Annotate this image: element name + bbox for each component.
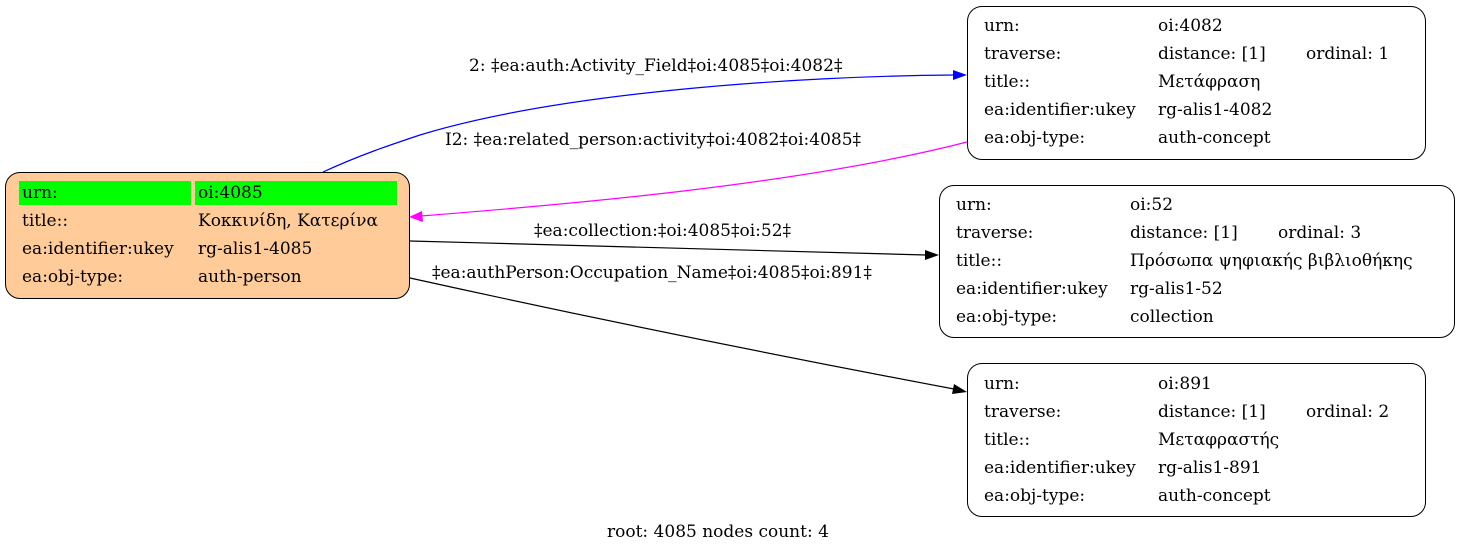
urn-label: urn:	[19, 181, 191, 205]
type-label: ea:obj-type:	[956, 307, 1058, 327]
edge-related-person-arrowhead	[409, 211, 423, 222]
edge-label-activity-field: 2: ‡ea:auth:Activity_Field‡oi:4085‡oi:40…	[469, 56, 843, 76]
type-label: ea:obj-type:	[22, 267, 124, 287]
title-label: title::	[984, 72, 1031, 92]
title-value: Μετάφραση	[1158, 72, 1261, 92]
distance-value: distance: [1]	[1130, 223, 1238, 243]
node-52[interactable]: urn: oi:52 traverse: distance: [1] ordin…	[939, 185, 1455, 338]
edge-collection-arrowhead	[925, 250, 939, 260]
ukey-label: ea:identifier:ukey	[956, 279, 1108, 299]
graph-footer: root: 4085 nodes count: 4	[607, 522, 829, 542]
urn-label: urn:	[956, 195, 992, 215]
ordinal-value: ordinal: 1	[1306, 44, 1390, 64]
urn-label: urn:	[984, 16, 1020, 36]
edge-collection	[409, 240, 927, 256]
edge-label-related-person: I2: ‡ea:related_person:activity‡oi:4082‡…	[445, 130, 862, 150]
ukey-value: rg-alis1-4082	[1158, 100, 1273, 120]
title-label: title::	[22, 211, 69, 231]
title-value: Κοκκινίδη, Κατερίνα	[198, 211, 378, 231]
node-root-4085[interactable]: urn: oi:4085 title:: Κοκκινίδη, Κατερίνα…	[5, 172, 410, 299]
traverse-label: traverse:	[984, 402, 1062, 422]
type-value: collection	[1130, 307, 1214, 327]
title-label: title::	[984, 430, 1031, 450]
edge-occupation	[409, 277, 955, 390]
urn-value: oi:891	[1158, 374, 1212, 394]
title-label: title::	[956, 251, 1003, 271]
edge-label-collection: ‡ea:collection:‡oi:4085‡oi:52‡	[534, 221, 792, 241]
traverse-label: traverse:	[984, 44, 1062, 64]
ukey-value: rg-alis1-4085	[198, 239, 313, 259]
urn-value: oi:4085	[195, 181, 397, 205]
ukey-label: ea:identifier:ukey	[984, 458, 1136, 478]
edge-activity-field	[322, 74, 956, 173]
type-label: ea:obj-type:	[984, 128, 1086, 148]
urn-label: urn:	[984, 374, 1020, 394]
type-label: ea:obj-type:	[984, 486, 1086, 506]
node-891[interactable]: urn: oi:891 traverse: distance: [1] ordi…	[967, 363, 1426, 517]
edge-label-occupation: ‡ea:authPerson:Occupation_Name‡oi:4085‡o…	[432, 263, 872, 283]
type-value: auth-person	[198, 267, 302, 287]
node-4082[interactable]: urn: oi:4082 traverse: distance: [1] ord…	[967, 6, 1426, 160]
ukey-value: rg-alis1-891	[1158, 458, 1262, 478]
edge-occupation-arrowhead	[952, 384, 967, 394]
edge-activity-field-arrowhead	[953, 70, 967, 80]
urn-value: oi:52	[1130, 195, 1174, 215]
edge-related-person	[420, 141, 968, 217]
title-value: Πρόσωπα ψηφιακής βιβλιοθήκης	[1130, 251, 1413, 271]
type-value: auth-concept	[1158, 486, 1271, 506]
title-value: Μεταφραστής	[1158, 430, 1280, 450]
ukey-label: ea:identifier:ukey	[984, 100, 1136, 120]
ordinal-value: ordinal: 2	[1306, 402, 1390, 422]
ukey-label: ea:identifier:ukey	[22, 239, 174, 259]
ordinal-value: ordinal: 3	[1278, 223, 1362, 243]
traverse-label: traverse:	[956, 223, 1034, 243]
type-value: auth-concept	[1158, 128, 1271, 148]
urn-value: oi:4082	[1158, 16, 1223, 36]
distance-value: distance: [1]	[1158, 44, 1266, 64]
ukey-value: rg-alis1-52	[1130, 279, 1223, 299]
distance-value: distance: [1]	[1158, 402, 1266, 422]
